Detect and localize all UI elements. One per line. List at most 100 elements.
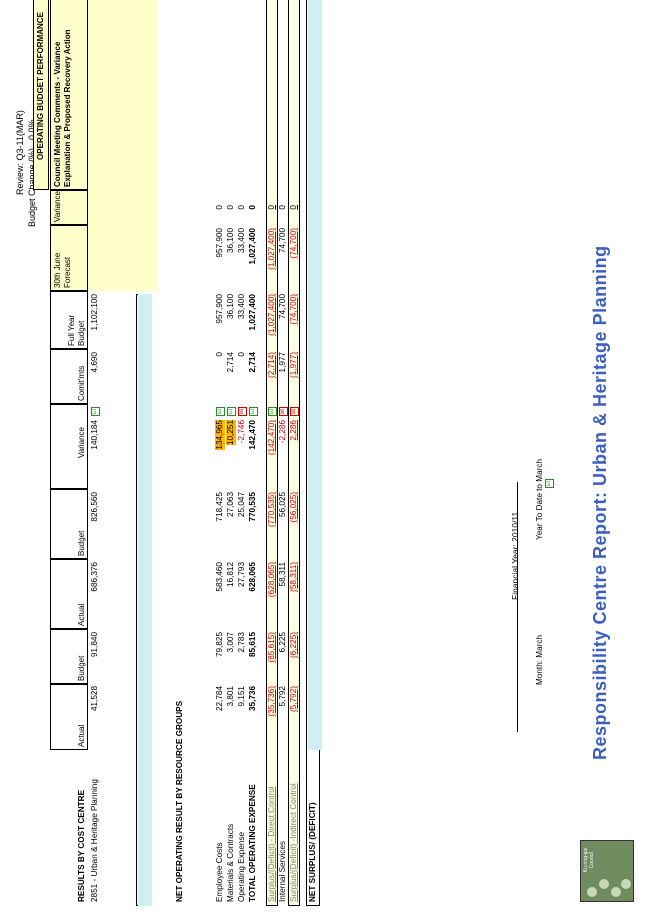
cell-total_op-y_budget: 770,535: [247, 491, 257, 522]
council-logo: Ku-ring-gai Council: [579, 839, 634, 902]
header-variance2: Variance: [49, 189, 88, 225]
cell-total_op-fy_budget: 1,027,400: [247, 293, 257, 330]
check-icon-total_op: ☑: [248, 406, 258, 416]
row-label-total_op: TOTAL OPERATING EXPENSE: [247, 783, 257, 902]
cell-cc-y_budget: 826,560: [89, 491, 99, 522]
cell-internal-m_actual: 5,792: [277, 685, 287, 707]
row-label-internal: Internal Services: [277, 840, 287, 902]
cell-operating-m_budget: 2,783: [236, 631, 246, 653]
section-cost-centre: RESULTS BY COST CENTRE: [76, 789, 86, 902]
cell-employee-m_budget: 79,825: [214, 631, 224, 657]
row-label-operating: Operating Expense: [236, 831, 246, 902]
month-label: Month: March: [534, 634, 544, 685]
header-month-budget: Budget: [49, 628, 88, 684]
cell-materials-forecast: 36,100: [225, 227, 235, 253]
cell-materials-variance: 0: [225, 204, 235, 210]
cell-materials-m_budget: 3,007: [225, 631, 235, 653]
cell-surplus_indirect-fy_budget: (74,700): [288, 293, 298, 325]
cell-cc-y_var: 140,184: [89, 419, 99, 450]
cell-cc-fy_budget: 1,102,100: [89, 293, 99, 330]
cell-employee-commit: 0: [214, 351, 224, 357]
cell-operating-y_var: -2,746: [236, 419, 246, 443]
cell-materials-y_actual: 16,812: [225, 561, 235, 587]
cell-total_op-m_budget: 85,615: [247, 631, 257, 657]
cell-total_op-commit: 2,714: [247, 351, 257, 373]
cell-surplus_direct-y_budget: (770,535): [266, 491, 276, 527]
cell-surplus_direct-y_var: (142,470): [266, 419, 276, 455]
cell-internal-forecast: 74,700: [277, 227, 287, 253]
cell-total_op-m_actual: 35,736: [247, 685, 257, 711]
cell-employee-m_actual: 22,784: [214, 685, 224, 711]
cell-surplus_direct-m_budget: (85,615): [266, 631, 276, 663]
cell-materials-commit: 2,714: [225, 351, 235, 373]
cell-operating-y_budget: 25,047: [236, 491, 246, 517]
check-icon-operating: ☒: [237, 406, 247, 416]
cell-operating-fy_budget: 33,400: [236, 293, 246, 319]
row-label-employee: Employee Costs: [214, 841, 224, 902]
cell-internal-m_budget: 6,225: [277, 631, 287, 653]
cell-total_op-forecast: 1,027,400: [247, 227, 257, 264]
cell-internal-y_var: -2,286: [277, 419, 287, 443]
section-resource-groups: NET OPERATING RESULT BY RESOURCE GROUPS: [174, 700, 184, 902]
check-icon-cc: ☑: [90, 406, 100, 416]
cell-internal-y_budget: 56,025: [277, 491, 287, 517]
check-icon-materials: ☑: [226, 406, 236, 416]
cell-total_op-y_actual: 628,065: [247, 561, 257, 592]
cell-employee-y_budget: 718,425: [214, 491, 224, 522]
cell-surplus_indirect-variance: 0: [288, 204, 298, 210]
header-commitments: Comit'mts: [49, 348, 88, 404]
cell-surplus_direct-fy_budget: (1,027,400): [266, 293, 276, 336]
row-label-materials: Materials & Contracts: [225, 823, 235, 902]
cell-materials-y_budget: 27,063: [225, 491, 235, 517]
performance-banner: OPERATING BUDGET PERFORMANCE: [32, 0, 49, 190]
report-page: Ku-ring-gai Council Responsibility Centr…: [5, 0, 645, 910]
financial-year-label: Financial Year: 2010/11: [509, 369, 522, 675]
check-icon-employee: ☑: [215, 406, 225, 416]
header-ytd-variance: Variance: [49, 403, 88, 489]
cell-surplus_indirect-m_actual: (5,792): [288, 685, 298, 712]
cell-surplus_direct-y_actual: (628,065): [266, 561, 276, 597]
cell-surplus_indirect-y_var: 2,286: [288, 419, 298, 441]
cell-surplus_indirect-forecast: (74,700): [288, 227, 298, 259]
cell-cc-y_actual: 686,376: [89, 561, 99, 592]
cell-operating-variance: 0: [236, 204, 246, 210]
cell-surplus_direct-m_actual: (35,736): [266, 685, 276, 717]
cell-total_op-variance: 0: [247, 204, 257, 210]
cell-employee-y_var: 134,965: [214, 419, 225, 450]
overall-check: ☑: [544, 478, 554, 488]
cell-internal-fy_budget: 74,700: [277, 293, 287, 319]
cell-cc-m_budget: 91,840: [89, 631, 99, 657]
cell-operating-commit: 0: [236, 351, 246, 357]
cell-employee-variance: 0: [214, 204, 224, 210]
review-label: Review: Q3-11(MAR): [14, 109, 25, 195]
cell-surplus_indirect-commit: (1,977): [288, 351, 298, 378]
cell-internal-variance: 0: [277, 204, 287, 210]
page-title: Responsibility Centre Report: Urban & He…: [589, 244, 610, 760]
cell-surplus_indirect-m_budget: (6,225): [288, 631, 298, 658]
header-ytd-budget: Budget: [49, 488, 88, 559]
cell-materials-y_var: 10,251: [225, 419, 236, 445]
check-icon-internal: ☒: [278, 406, 288, 416]
cell-materials-fy_budget: 36,100: [225, 293, 235, 319]
cell-surplus_indirect-y_budget: (56,025): [288, 491, 298, 523]
cell-surplus_direct-variance: 0: [266, 204, 276, 210]
cell-surplus_direct-forecast: (1,027,400): [266, 227, 276, 270]
cell-internal-commit: 1,977: [277, 351, 287, 373]
check-icon-surplus_direct: ☑: [267, 406, 277, 416]
cell-operating-y_actual: 27,793: [236, 561, 246, 587]
check-icon-surplus_indirect: ☒: [289, 406, 299, 416]
logo-text: Ku-ring-gai Council: [582, 847, 595, 872]
cell-internal-y_actual: 58,311: [277, 561, 287, 586]
cell-surplus_direct-commit: (2,714): [266, 351, 276, 378]
header-month-actual: Actual: [49, 683, 88, 750]
cell-operating-forecast: 33,400: [236, 227, 246, 253]
cell-cc-m_actual: 41,528: [89, 685, 99, 711]
cell-employee-fy_budget: 957,900: [214, 293, 224, 324]
cell-operating-m_actual: 9,151: [236, 685, 246, 707]
cell-employee-y_actual: 583,460: [214, 561, 224, 592]
cell-cc-commit: 4,690: [89, 351, 99, 373]
cell-employee-forecast: 957,900: [214, 227, 224, 258]
cell-surplus_indirect-y_actual: (58,311): [288, 561, 298, 592]
